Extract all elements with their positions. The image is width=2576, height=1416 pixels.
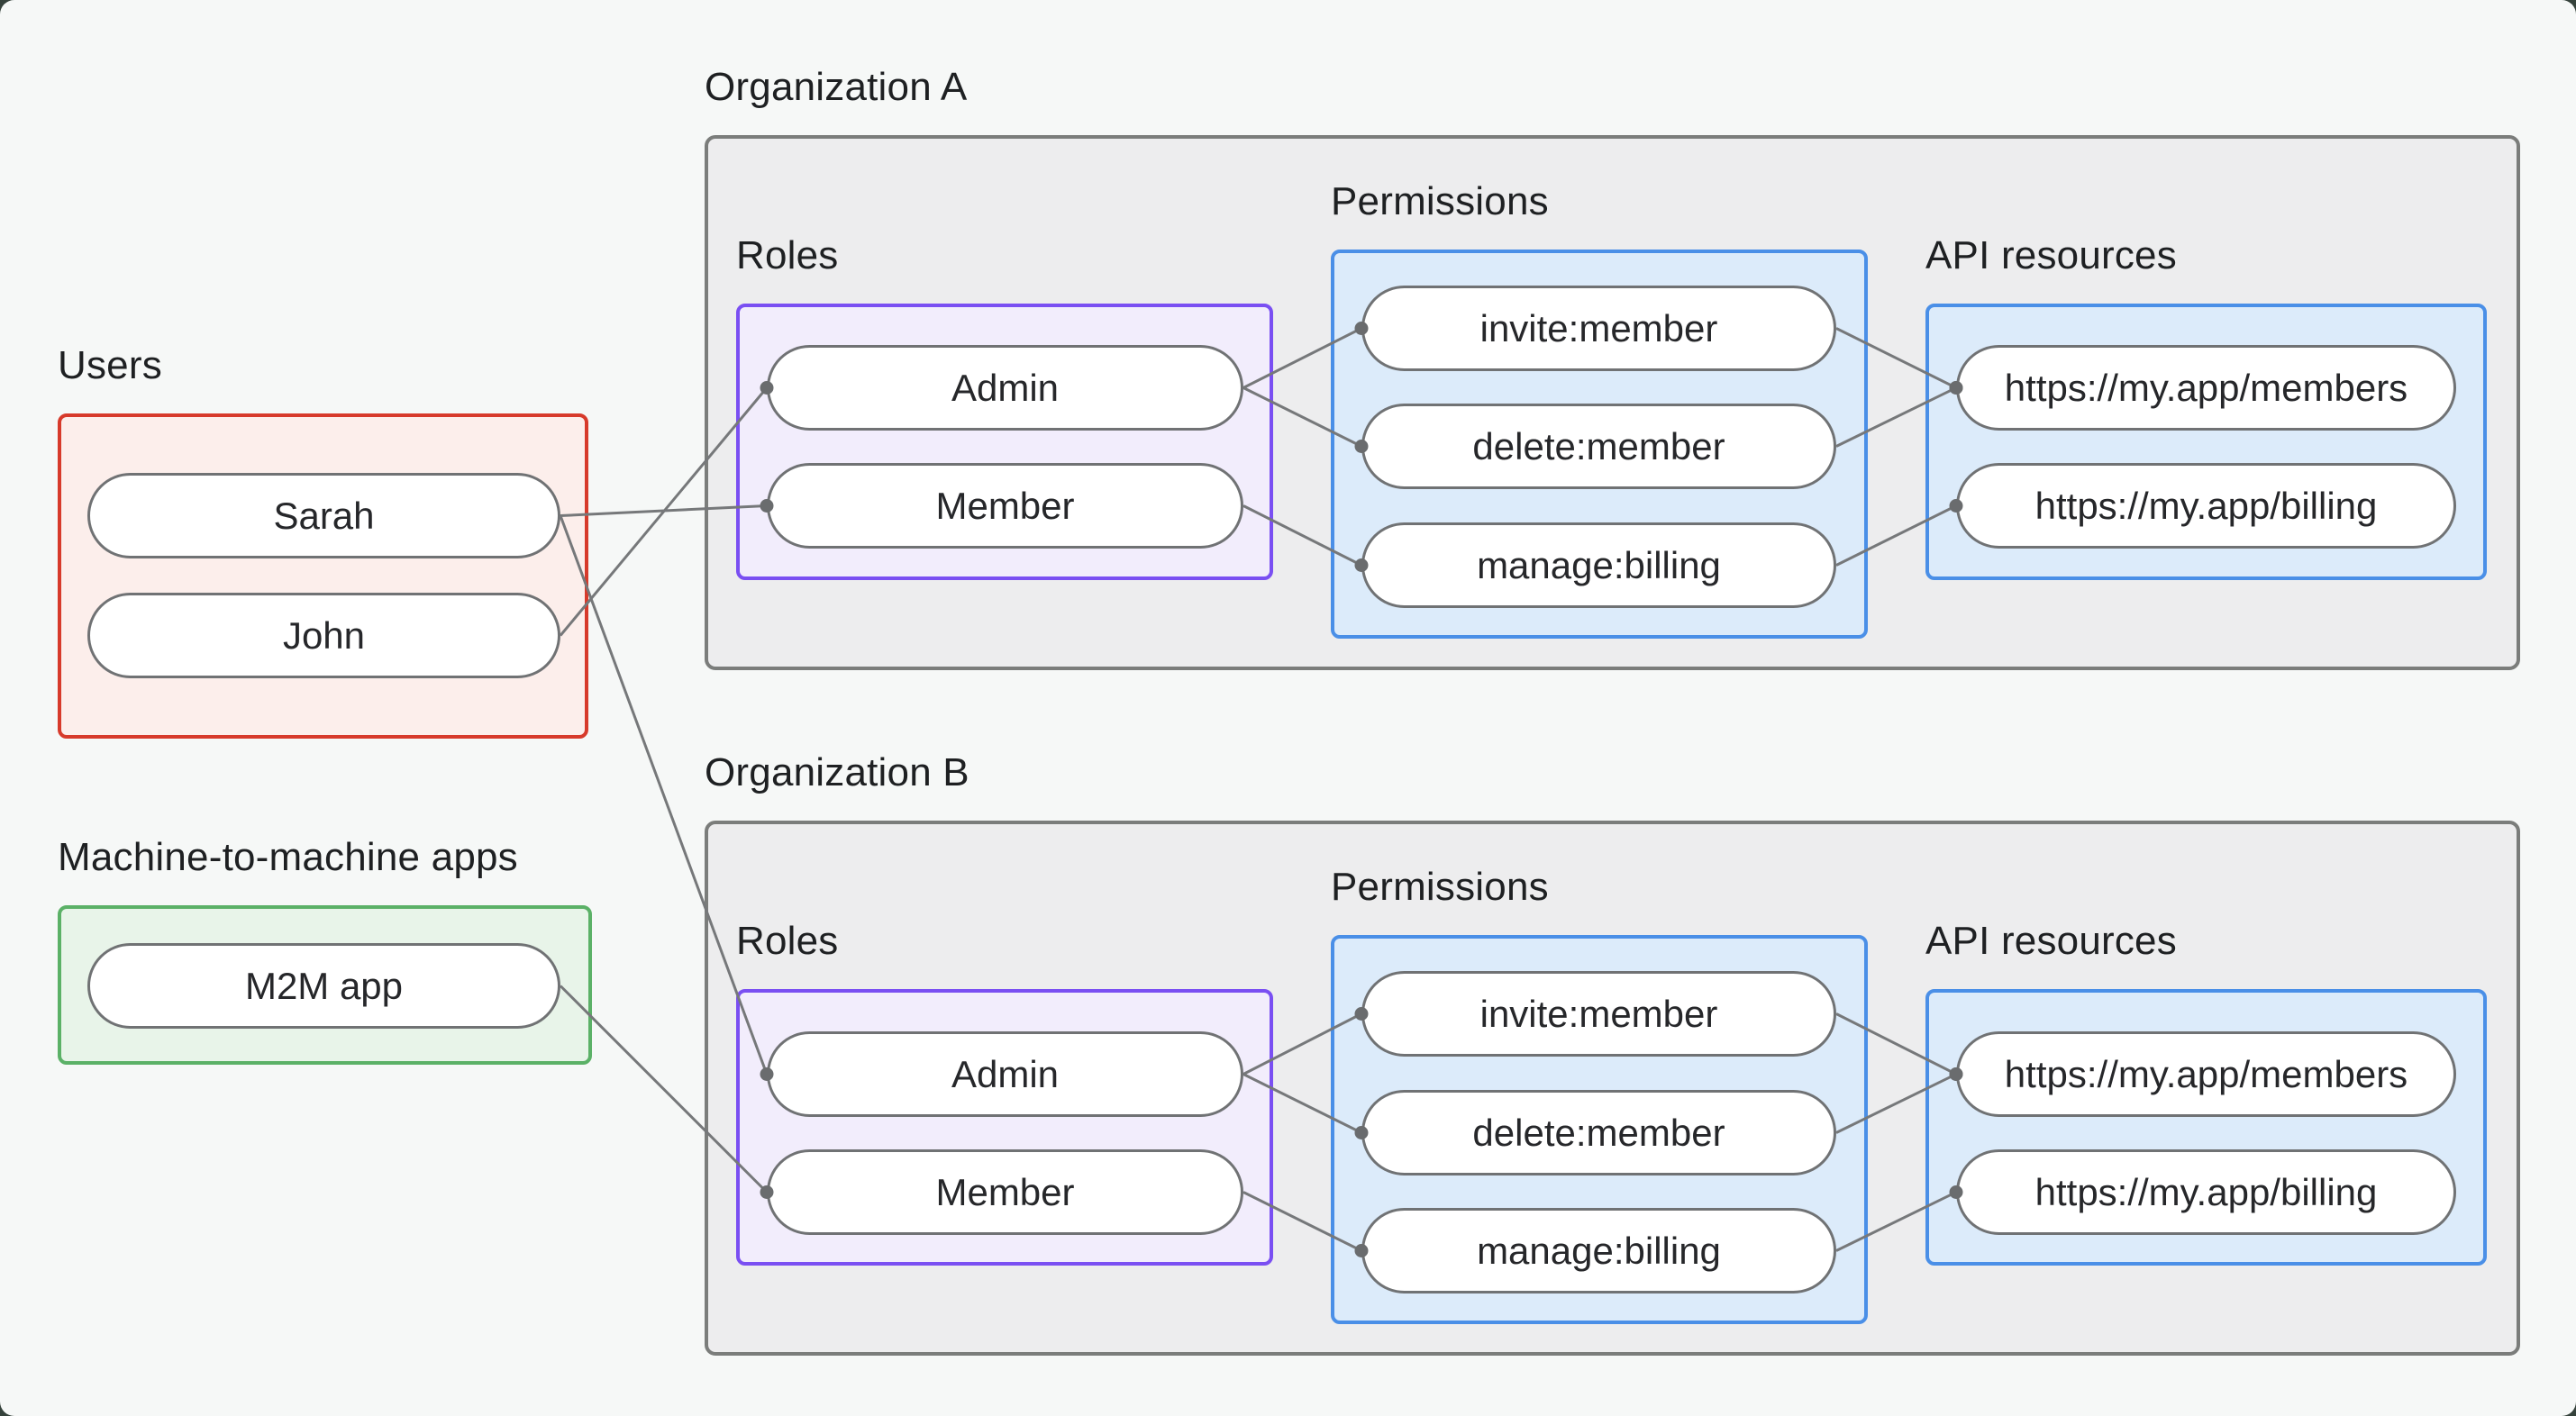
org-a-role-admin[interactable]: Admin (767, 345, 1243, 431)
user-node-john[interactable]: John (87, 593, 560, 678)
org-b-api-billing-resource[interactable]: https://my.app/billing (1956, 1149, 2456, 1235)
org-a-role-member[interactable]: Member (767, 463, 1243, 549)
org-a-permission-manage-billing[interactable]: manage:billing (1361, 522, 1836, 608)
org-a-roles-label: Roles (736, 233, 839, 277)
m2m-app-node[interactable]: M2M app (87, 943, 560, 1029)
org-b-roles-label: Roles (736, 919, 839, 963)
org-a-api-resources-label: API resources (1925, 233, 2177, 277)
org-b-api-resources-label: API resources (1925, 919, 2177, 963)
org-b-role-admin[interactable]: Admin (767, 1031, 1243, 1117)
org-b-permissions-label: Permissions (1331, 865, 1549, 909)
users-group-label: Users (58, 343, 162, 387)
org-a-permission-delete-member[interactable]: delete:member (1361, 404, 1836, 489)
org-b-title: Organization B (705, 750, 969, 794)
org-b-permission-delete-member[interactable]: delete:member (1361, 1090, 1836, 1175)
org-b-permission-invite-member[interactable]: invite:member (1361, 971, 1836, 1057)
org-a-api-billing-resource[interactable]: https://my.app/billing (1956, 463, 2456, 549)
org-a-title: Organization A (705, 65, 968, 109)
users-group-box (58, 413, 588, 739)
org-b-api-members-resource[interactable]: https://my.app/members (1956, 1031, 2456, 1117)
org-b-role-member[interactable]: Member (767, 1149, 1243, 1235)
user-node-sarah[interactable]: Sarah (87, 473, 560, 558)
m2m-group-label: Machine-to-machine apps (58, 835, 518, 879)
org-a-permission-invite-member[interactable]: invite:member (1361, 286, 1836, 371)
org-a-api-members-resource[interactable]: https://my.app/members (1956, 345, 2456, 431)
org-b-permission-manage-billing[interactable]: manage:billing (1361, 1208, 1836, 1293)
org-a-permissions-label: Permissions (1331, 179, 1549, 223)
